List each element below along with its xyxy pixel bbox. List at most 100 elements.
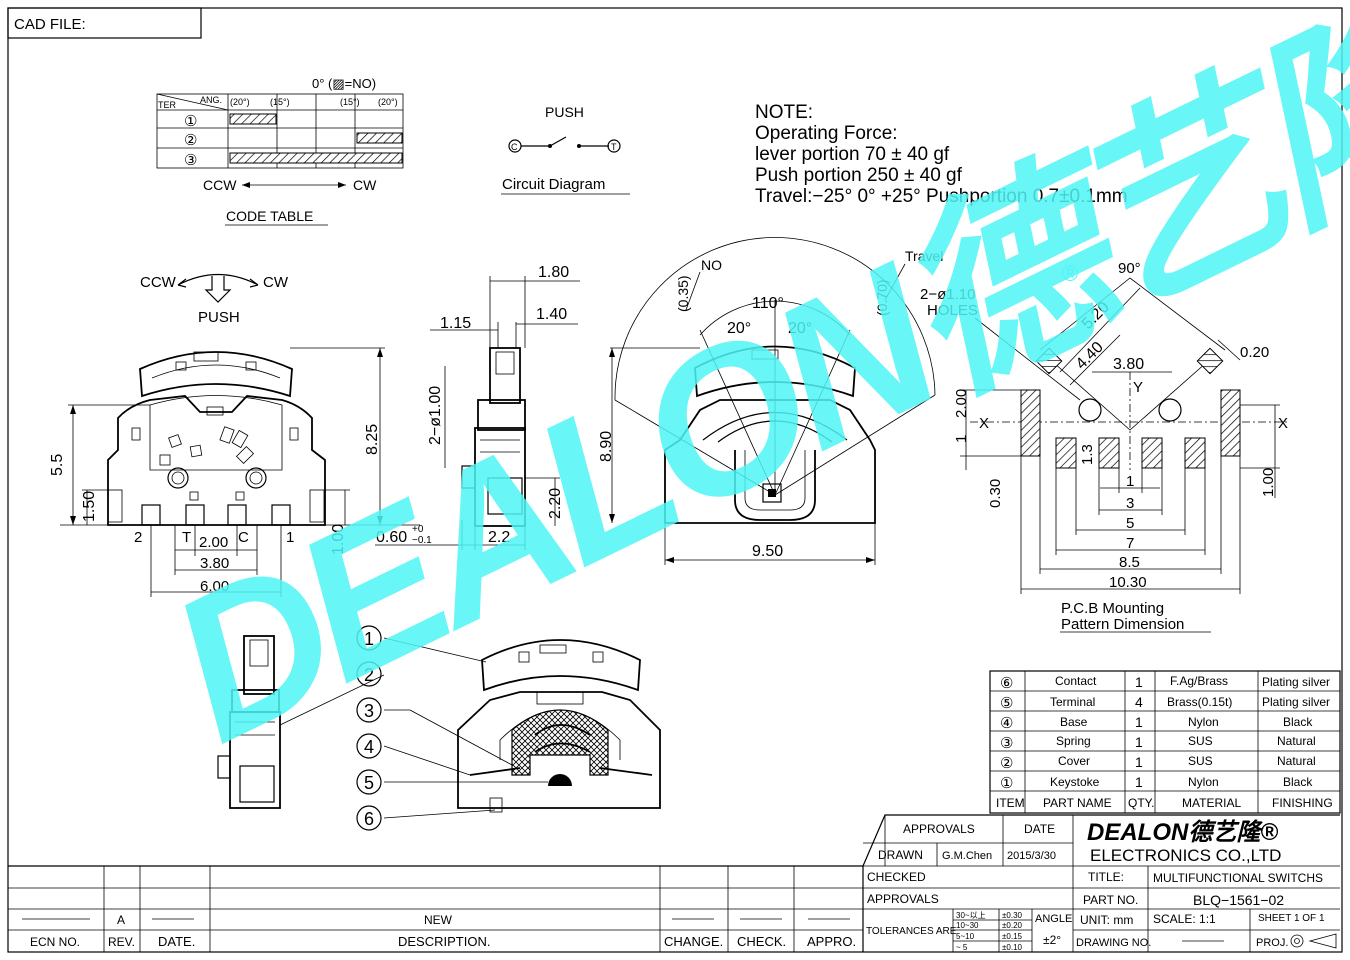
pin-label: C — [238, 529, 249, 546]
code-hatch — [229, 113, 277, 125]
rev-header: REV. — [108, 935, 135, 949]
parts-table: ⑥ Contact 1 F.Ag/Brass Plating silver ⑤ … — [989, 670, 1341, 814]
part-item: ④ — [1000, 715, 1013, 732]
part-finish: Black — [1283, 715, 1313, 729]
part-no-value: BLQ−1561−02 — [1193, 892, 1284, 908]
part-qty: 1 — [1135, 754, 1143, 770]
balloon-label: 2 — [364, 665, 374, 685]
terminal-label: ① — [184, 113, 197, 130]
tol-value: ±0.15 — [1002, 932, 1023, 941]
front-view: CCW CW PUSH — [49, 273, 420, 597]
rev-header: CHECK. — [737, 934, 786, 949]
angle-label: (15°) — [270, 97, 290, 107]
angle-20-left: 20° — [727, 320, 751, 337]
drawing-no-label: DRAWING NO. — [1076, 937, 1151, 949]
tol-value: ±0.10 — [1002, 943, 1023, 952]
dim-0-60-tol-up: +0 — [412, 524, 424, 535]
code-table-legend: 0° (▨=NO) — [312, 76, 376, 91]
dim-0-60-tol-dn: −0.1 — [412, 535, 432, 546]
tol-value: ±0.20 — [1002, 921, 1023, 930]
part-material: Nylon — [1188, 715, 1219, 729]
holes-label-2: HOLES — [927, 302, 978, 319]
part-item: ① — [1000, 775, 1013, 792]
balloon-label: 4 — [364, 737, 374, 757]
dim-1-15: 1.15 — [440, 315, 471, 332]
exploded-view — [217, 635, 661, 819]
tol-range: 10~30 — [956, 921, 979, 930]
angle-tol: ±2° — [1043, 933, 1061, 947]
pcb-caption-1: P.C.B Mounting — [1061, 600, 1164, 617]
terminal-label: ③ — [184, 152, 197, 169]
pcb-caption-2: Pattern Dimension — [1061, 616, 1184, 633]
dim-5-5: 5.5 — [49, 454, 66, 476]
title-label: TITLE: — [1088, 870, 1124, 884]
part-qty: 1 — [1135, 674, 1143, 690]
approvals-label: APPROVALS — [867, 892, 939, 906]
dim-1-00: 1.00 — [1260, 468, 1277, 497]
dim-2-2: 2.2 — [488, 529, 510, 546]
part-no-label: PART NO. — [1083, 893, 1138, 907]
dim-2-00: 2.00 — [199, 534, 228, 551]
proj-label: PROJ. — [1256, 937, 1288, 949]
code-hatch — [356, 132, 403, 144]
checked-label: CHECKED — [867, 870, 926, 884]
code-table-row-head: TER — [158, 100, 177, 110]
part-name: Base — [1060, 715, 1088, 729]
registered-mark: ® — [1062, 261, 1078, 286]
code-table: 0° (▨=NO) ANG. TER (20°) (15°) (15°) (20… — [156, 76, 404, 226]
side-pad — [1220, 389, 1241, 457]
title-value: MULTIFUNCTIONAL SWITCHS — [1153, 871, 1323, 885]
svg-text:C: C — [511, 142, 518, 152]
dim-0-70: (0.70) — [874, 279, 890, 316]
angle-20-right: 20° — [788, 320, 812, 337]
dim-2-00: 2.00 — [953, 389, 970, 418]
angle-label: (20°) — [378, 97, 398, 107]
tol-range: ~ 5 — [956, 943, 968, 952]
scale-label: SCALE: 1:1 — [1153, 912, 1216, 926]
company-name: ELECTRONICS CO.,LTD — [1090, 846, 1281, 865]
part-finish: Natural — [1277, 734, 1316, 748]
rev-description: NEW — [424, 913, 453, 927]
tolerances-label: TOLERANCES ARE — [866, 926, 957, 937]
mount-pad — [1035, 347, 1063, 375]
rev-header: CHANGE. — [664, 934, 723, 949]
parts-header: QTY. — [1128, 796, 1154, 810]
dim-10-30: 10.30 — [1109, 574, 1147, 591]
parts-header: PART NAME — [1043, 796, 1112, 810]
cad-file-box — [7, 7, 202, 39]
dim-6-00: 6.00 — [200, 578, 229, 595]
dim-3-80: 3.80 — [200, 555, 229, 572]
dim-1-40: 1.40 — [536, 306, 567, 323]
spring-part — [511, 709, 609, 776]
dim-1-80: 1.80 — [538, 264, 569, 281]
mount-hole — [1078, 398, 1102, 422]
side-pad — [1020, 389, 1041, 457]
sheet-label: SHEET 1 OF 1 — [1258, 913, 1325, 924]
part-material: F.Ag/Brass — [1170, 674, 1228, 688]
terminal-label: ② — [184, 132, 197, 149]
part-qty: 4 — [1135, 694, 1143, 710]
drawn-date: 2015/3/30 — [1007, 850, 1056, 862]
terminal-pad — [1055, 437, 1077, 469]
mount-hole — [1158, 398, 1182, 422]
dim-1-3: 1.3 — [1079, 444, 1096, 465]
part-finish: Plating silver — [1262, 695, 1330, 709]
part-name: Terminal — [1050, 695, 1095, 709]
terminal-pad — [1141, 437, 1163, 469]
axis-x-label: X — [979, 415, 989, 432]
terminal-pad — [1098, 437, 1120, 469]
balloons: 1 2 3 4 5 6 — [356, 625, 382, 831]
pin-label: T — [182, 529, 191, 546]
dim-8-5: 8.5 — [1119, 554, 1140, 571]
part-qty: 1 — [1135, 774, 1143, 790]
tol-range: 5~10 — [956, 932, 975, 941]
dim-1-00: 1.00 — [330, 524, 347, 555]
revision-block: A NEW ECN NO. REV. DATE. DESCRIPTION. CH… — [8, 865, 863, 952]
dim-2-20: 2.20 — [547, 488, 564, 519]
dim-1: 1 — [953, 435, 970, 443]
approvals-header: APPROVALS — [903, 822, 975, 836]
note-line: Push portion 250 ± 40 gf — [755, 165, 963, 186]
travel-label: Travel — [905, 248, 943, 264]
tol-range: 30~以上 — [956, 911, 986, 920]
